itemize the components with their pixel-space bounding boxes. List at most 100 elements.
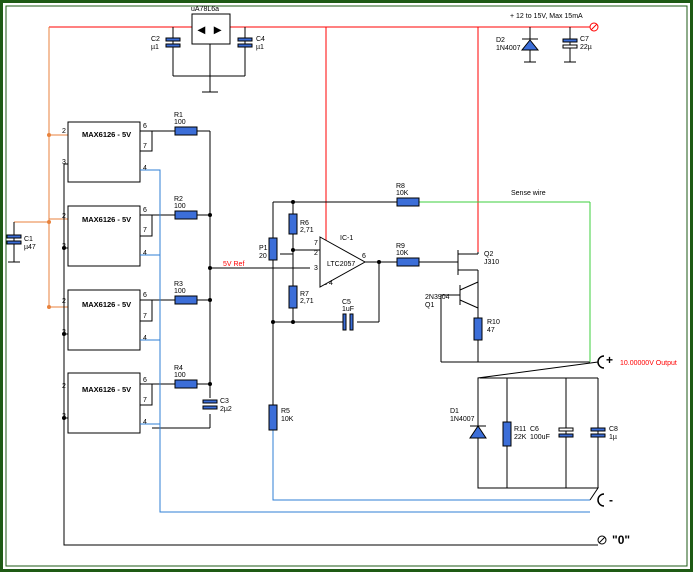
junction: [47, 305, 51, 309]
pin-label: 7: [143, 397, 147, 404]
regulator-arrow-right: ▸: [213, 21, 222, 37]
max6126-block-4: MAX6126 - 5V 2 3 6 7 4: [62, 372, 147, 434]
resistor-r6: [288, 213, 298, 235]
cap-c5: [342, 313, 347, 331]
c4-name: C4: [256, 36, 265, 43]
ic-label: MAX6126 - 5V: [82, 385, 131, 394]
junction: [291, 200, 295, 204]
pin-label: 6: [143, 292, 147, 299]
diode-d1: [469, 425, 487, 439]
junction: [271, 320, 275, 324]
c3-value: 2µ2: [220, 406, 232, 413]
supply-label: + 12 to 15V, Max 15mA: [510, 13, 583, 20]
r2-value: 100: [174, 203, 186, 210]
cap-c2: [165, 37, 181, 48]
ic1-value: LTC2057: [327, 261, 355, 268]
c3-name: C3: [220, 398, 229, 405]
junction: [47, 220, 51, 224]
r7-value: 2,71: [300, 298, 314, 305]
r8-name: R8: [396, 183, 405, 190]
pin-label: 7: [143, 227, 147, 234]
pin-label: 6: [143, 207, 147, 214]
c8-name: C8: [609, 426, 618, 433]
pin-label: 4: [143, 419, 147, 426]
pin-label: 4: [143, 165, 147, 172]
cap-c4: [237, 37, 253, 48]
c1-name: C1: [24, 236, 33, 243]
pin-label: 6: [362, 253, 366, 260]
cap-c8: [590, 427, 606, 432]
r4-value: 100: [174, 372, 186, 379]
resistor-r7: [288, 285, 298, 309]
resistor-r2: [174, 210, 198, 220]
r11-value: 22K: [514, 434, 527, 441]
r2-name: R2: [174, 196, 183, 203]
r1-value: 100: [174, 119, 186, 126]
q1-name: Q1: [425, 302, 434, 309]
cap-c7-top: [562, 38, 578, 43]
cap-c6-bottom: [558, 433, 574, 438]
output-minus-terminal[interactable]: [597, 493, 605, 507]
transistor-q2: [457, 250, 479, 318]
c5-name: C5: [342, 299, 351, 306]
pin-label: 7: [143, 143, 147, 150]
c1-value: µ47: [24, 244, 36, 251]
r3-value: 100: [174, 288, 186, 295]
pin-label: 3: [314, 265, 318, 272]
c4-value: µ1: [256, 44, 264, 51]
r5-value: 10K: [281, 416, 294, 423]
resistor-r4: [174, 379, 198, 389]
junction: [62, 332, 66, 336]
q1-value: 2N3904: [425, 294, 450, 301]
r10-name: R10: [487, 319, 500, 326]
q2-name: Q2: [484, 251, 493, 258]
pin-label: 2: [314, 250, 318, 257]
pin-label: 7: [314, 240, 318, 247]
d1-name: D1: [450, 408, 459, 415]
resistor-r5: [268, 404, 278, 431]
resistor-r9: [396, 257, 420, 267]
p1-value: 20: [259, 253, 267, 260]
junction: [62, 416, 66, 420]
potentiometer-p1[interactable]: [268, 237, 278, 261]
ic1-name: IC-1: [340, 235, 353, 242]
cap-c8-b: [590, 433, 606, 438]
d1-value: 1N4007: [450, 416, 475, 423]
output-label: 10.00000V Output: [620, 360, 677, 367]
r3-name: R3: [174, 281, 183, 288]
regulator-wires: [172, 27, 246, 93]
cap-c6-top: [558, 427, 574, 432]
max6126-block-2: MAX6126 - 5V 2 3 6 7 4: [62, 205, 147, 267]
junction: [47, 133, 51, 137]
inner-border: [5, 5, 688, 567]
r1-name: R1: [174, 112, 183, 119]
junction: [208, 298, 212, 302]
c2-name: C2: [151, 36, 160, 43]
junction: [291, 320, 295, 324]
d2-name: D2: [496, 37, 505, 44]
r7-name: R7: [300, 291, 309, 298]
resistor-r11: [502, 421, 512, 447]
zero-terminal-mark: [598, 536, 606, 544]
pin-label: 2: [62, 128, 66, 135]
regulator-label: uA78L6a: [191, 6, 219, 13]
junction: [208, 382, 212, 386]
junction: [62, 246, 66, 250]
junction: [291, 248, 295, 252]
opamp-ic1: [319, 236, 367, 288]
r6-value: 2,71: [300, 227, 314, 234]
pin-label: 4: [329, 280, 333, 287]
r9-name: R9: [396, 243, 405, 250]
cap-c7-bottom: [562, 44, 578, 49]
pin-label: 4: [143, 250, 147, 257]
max6126-block-3: MAX6126 - 5V 2 3 6 7 4: [62, 289, 147, 351]
sense-wire-label: Sense wire: [511, 190, 546, 197]
junction: [208, 266, 212, 270]
cap-c3-b: [202, 405, 218, 410]
max6126-block-1: MAX6126 - 5V 2 3 6 7 4: [62, 121, 147, 183]
diode-d2: [520, 39, 540, 51]
pin-label: 6: [143, 377, 147, 384]
output-plus-terminal[interactable]: [597, 355, 605, 369]
